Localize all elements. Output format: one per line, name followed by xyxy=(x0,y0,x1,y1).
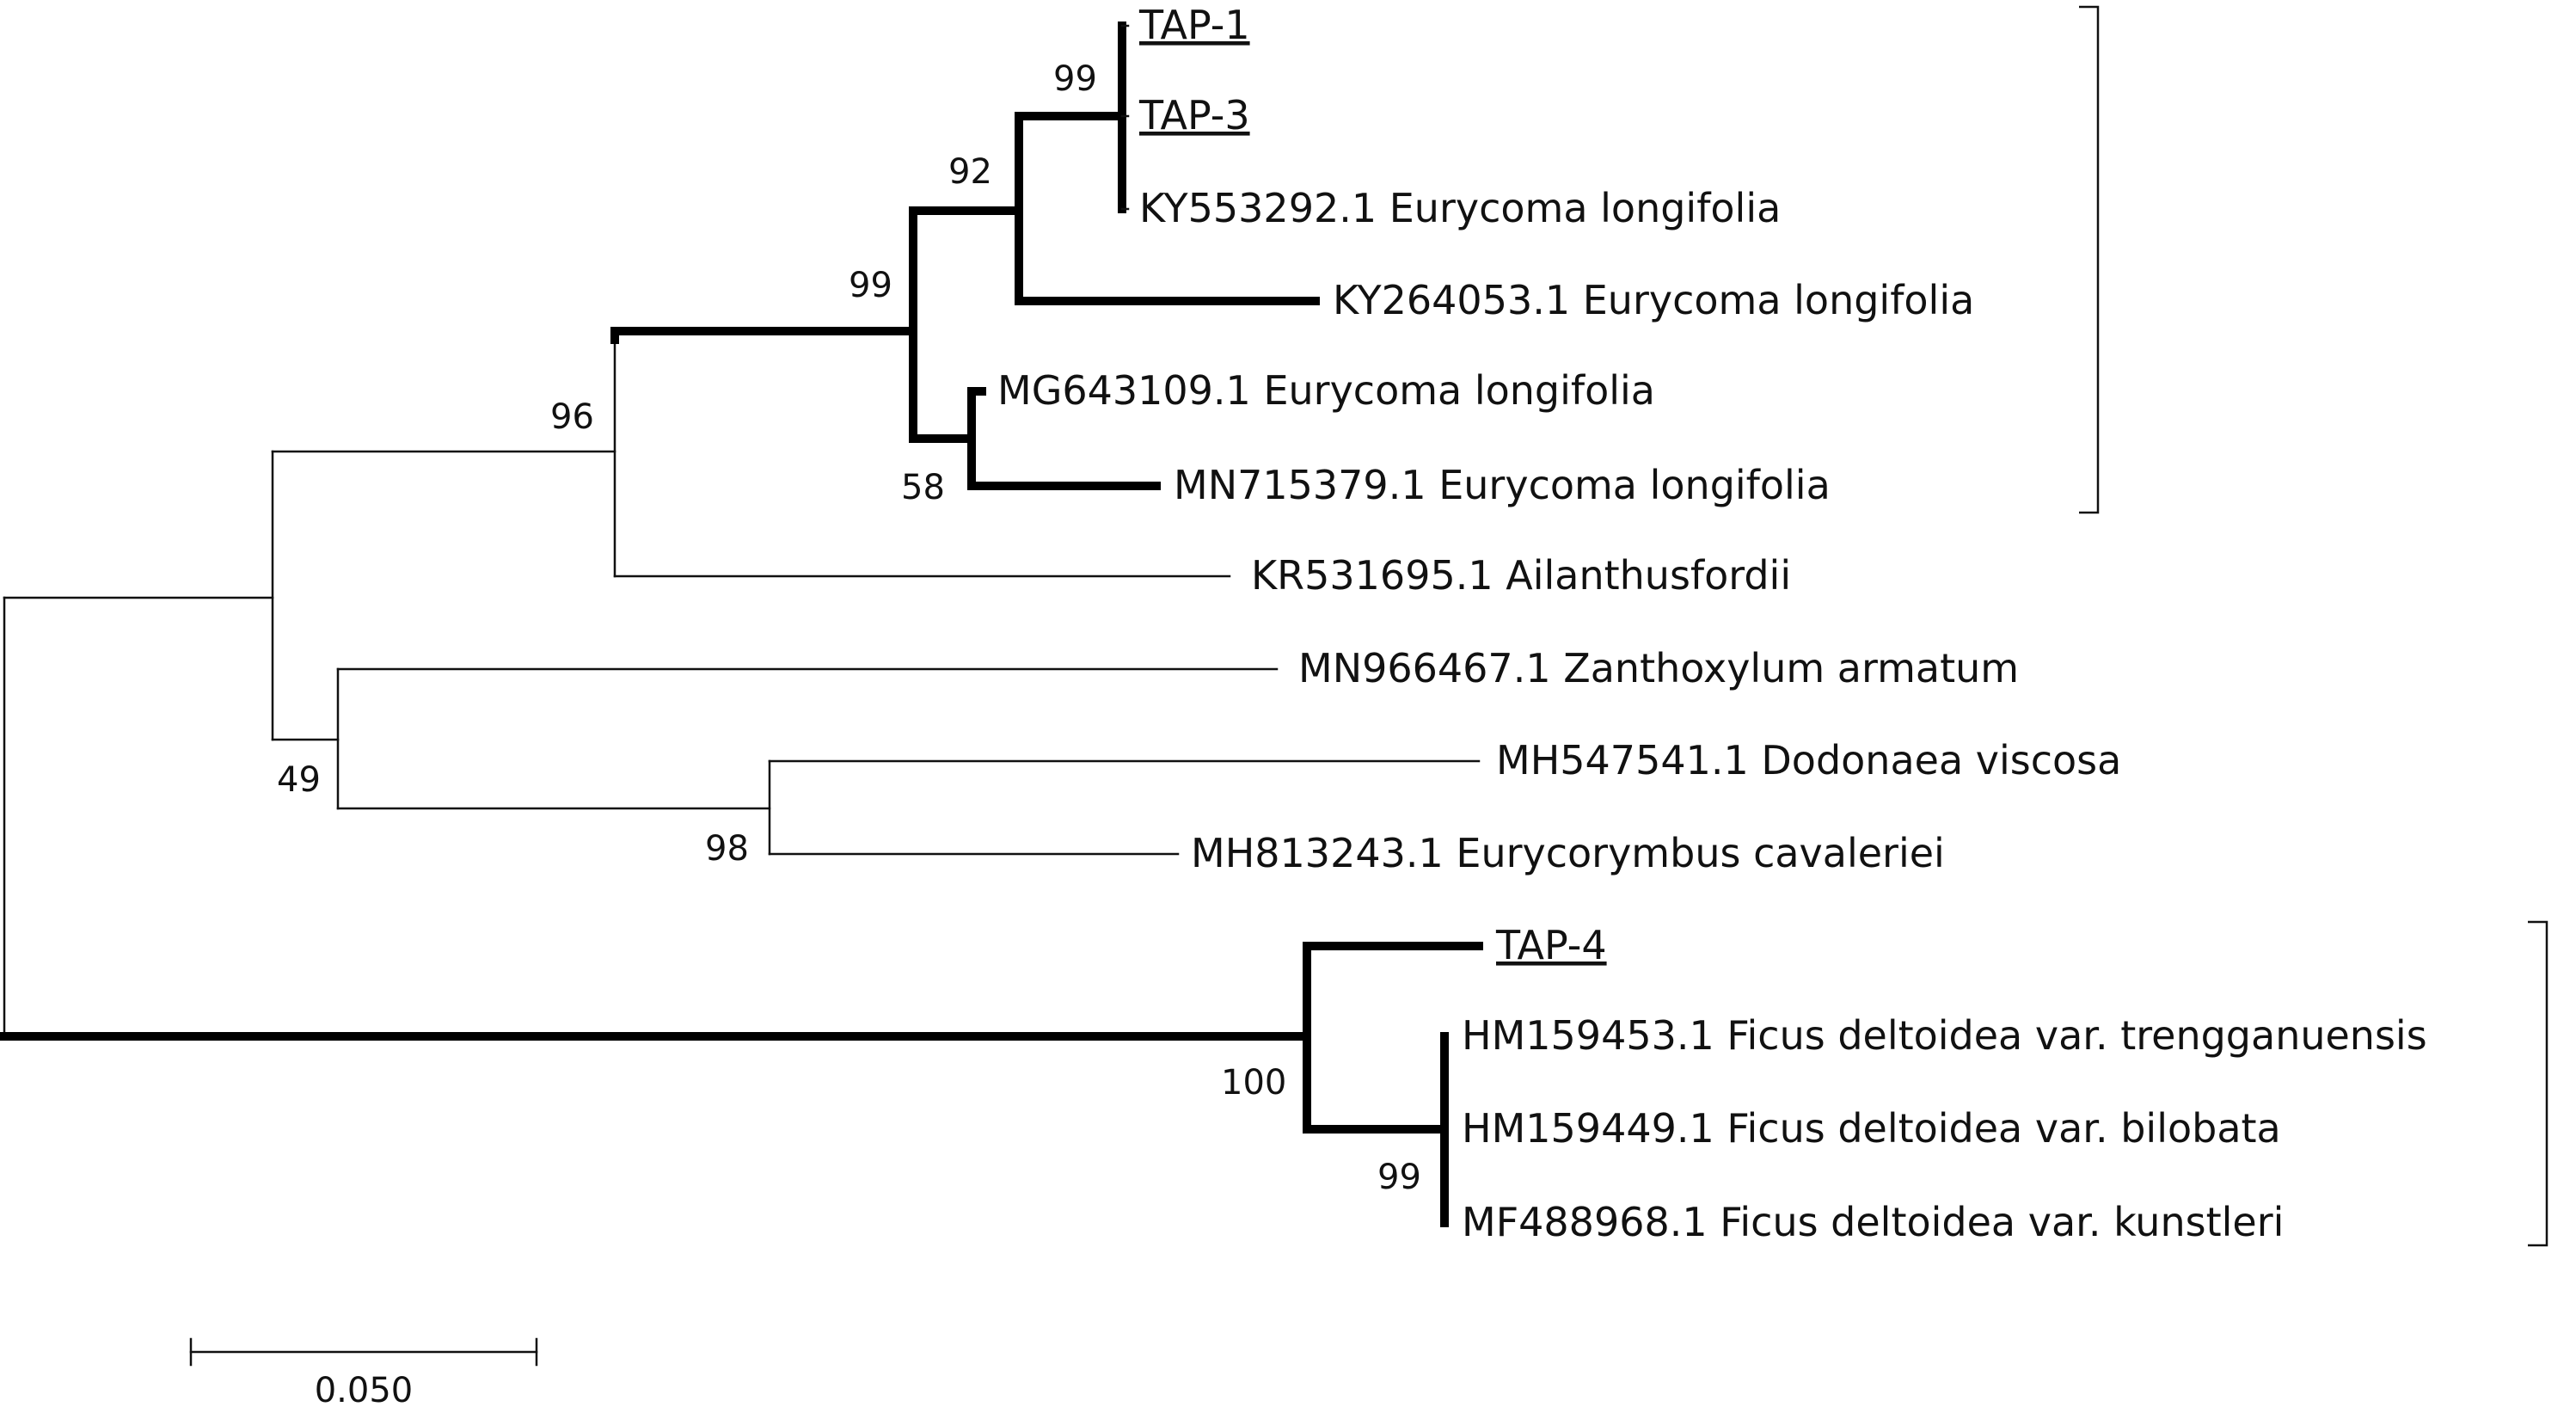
clade-bracket-ficus xyxy=(2528,920,2548,1247)
support-value: 99 xyxy=(1377,1158,1421,1197)
support-value: 99 xyxy=(849,266,892,305)
support-values: 99 92 99 96 58 49 98 100 99 xyxy=(277,59,1421,1197)
taxon-label-mh813: MH813243.1 Eurycorymbus cavaleriei xyxy=(1191,830,1945,876)
taxon-label-ky264: KY264053.1 Eurycoma longifolia xyxy=(1333,277,1974,323)
tree-branches xyxy=(0,22,1483,1227)
scale-bar: 0.050 xyxy=(189,1337,538,1407)
support-value: 92 xyxy=(948,152,992,192)
taxon-label-mf488: MF488968.1 Ficus deltoidea var. kunstler… xyxy=(1462,1199,2284,1245)
support-value: 58 xyxy=(901,468,945,507)
scale-bar-label: 0.050 xyxy=(315,1371,414,1407)
support-value: 100 xyxy=(1221,1063,1286,1103)
taxon-label-kr531: KR531695.1 Ailanthusfordii xyxy=(1251,552,1791,599)
clade-bracket-eurycoma xyxy=(2079,5,2100,514)
taxon-label-mn715: MN715379.1 Eurycoma longifolia xyxy=(1174,462,1831,508)
support-value: 98 xyxy=(705,829,749,869)
support-value: 49 xyxy=(277,760,321,800)
taxon-label-mh547: MH547541.1 Dodonaea viscosa xyxy=(1496,737,2121,783)
taxon-label-hm149: HM159449.1 Ficus deltoidea var. bilobata xyxy=(1462,1105,2281,1152)
taxon-labels: TAP-1 TAP-3 KY553292.1 Eurycoma longifol… xyxy=(997,2,2427,1245)
clade-brackets xyxy=(2079,5,2548,1247)
taxon-label-mn966: MN966467.1 Zanthoxylum armatum xyxy=(1298,645,2019,691)
support-value: 99 xyxy=(1053,59,1097,99)
taxon-label-mg643: MG643109.1 Eurycoma longifolia xyxy=(997,367,1655,414)
taxon-label-tap1: TAP-1 xyxy=(1138,2,1250,48)
support-value: 96 xyxy=(550,397,594,437)
taxon-label-tap3: TAP-3 xyxy=(1138,92,1250,138)
taxon-label-hm153: HM159453.1 Ficus deltoidea var. trenggan… xyxy=(1462,1012,2427,1059)
taxon-label-tap4: TAP-4 xyxy=(1495,922,1607,968)
taxon-label-ky553: KY553292.1 Eurycoma longifolia xyxy=(1139,185,1781,231)
